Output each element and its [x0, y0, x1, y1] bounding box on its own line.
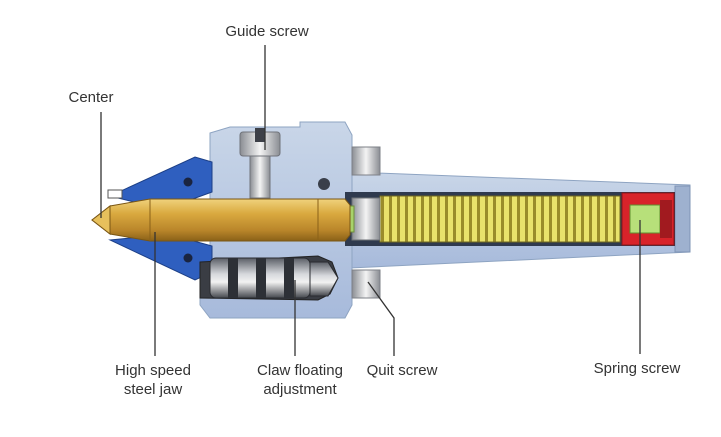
quit-screw-nut — [351, 146, 381, 299]
guide-screw — [239, 128, 281, 199]
label-quit-screw: Quit screw — [366, 362, 438, 379]
spring-screw — [621, 192, 675, 246]
label-claw-adjustment: Claw floating adjustment — [240, 361, 360, 399]
label-spring-screw: Spring screw — [593, 360, 681, 377]
label-center: Center — [68, 89, 114, 106]
label-claw-line2: adjustment — [263, 381, 337, 398]
center-spindle — [91, 198, 351, 242]
spring — [379, 195, 621, 243]
steel-jaw — [107, 156, 213, 281]
label-claw-line1: Claw floating — [257, 362, 343, 379]
vent-hole — [318, 178, 330, 190]
leader-quit-screw — [367, 281, 395, 356]
leader-lines — [100, 45, 641, 356]
label-guide-screw: Guide screw — [225, 23, 309, 40]
label-steel-jaw: High speed steel jaw — [98, 361, 208, 399]
label-steel-jaw-line2: steel jaw — [123, 381, 183, 398]
label-steel-jaw-line1: High speed — [115, 362, 191, 379]
claw-adjustment-collar — [199, 255, 339, 301]
